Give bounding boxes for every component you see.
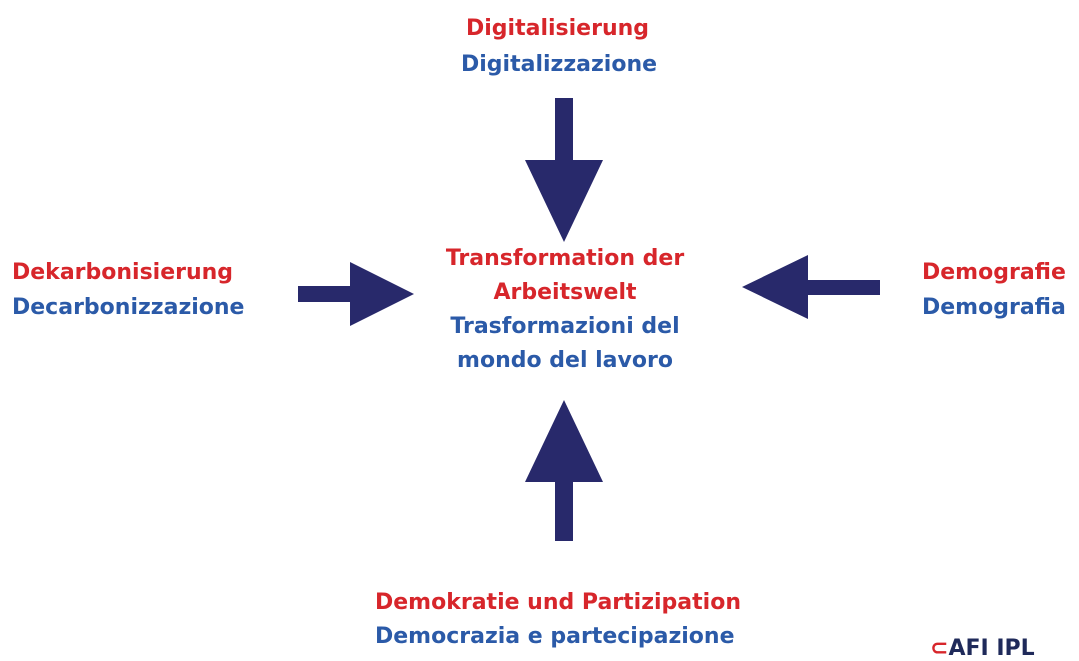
top-label-de: Digitalisierung xyxy=(466,16,650,41)
bottom-label-it: Democrazia e partecipazione xyxy=(375,624,735,649)
center-it-line1: Trasformazioni del xyxy=(450,314,680,339)
right-label-it: Demografia xyxy=(922,295,1066,320)
center-de-line1: Transformation der xyxy=(445,246,685,271)
logo-text: AFI IPL xyxy=(948,636,1035,661)
logo-swoosh-icon: ⊂ xyxy=(930,636,949,661)
left-label-it: Decarbonizzazione xyxy=(12,295,245,320)
top-label-it: Digitalizzazione xyxy=(461,52,658,77)
arrow-up-icon xyxy=(525,400,603,541)
right-label-de: Demografie xyxy=(922,260,1066,285)
center-it-line2: mondo del lavoro xyxy=(457,348,673,373)
arrow-down-icon xyxy=(525,98,603,242)
afi-ipl-logo: ⊂AFI IPL xyxy=(930,636,1035,661)
arrow-right-icon xyxy=(298,262,414,326)
arrow-left-icon xyxy=(742,255,880,319)
bottom-label-de: Demokratie und Partizipation xyxy=(375,590,741,615)
center-label: Transformation der Arbeitswelt Trasforma… xyxy=(430,242,700,378)
center-de-line2: Arbeitswelt xyxy=(493,280,637,305)
left-label-de: Dekarbonisierung xyxy=(12,260,234,285)
